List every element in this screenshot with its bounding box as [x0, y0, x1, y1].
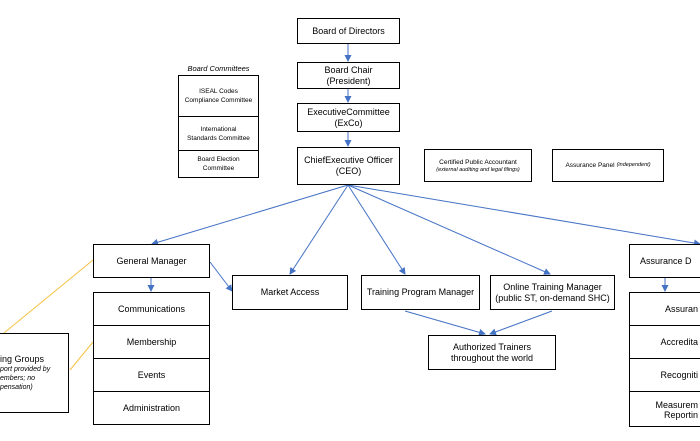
assurance-sub-2: Accredita: [630, 326, 700, 359]
working-groups-label: ing Groups: [0, 354, 45, 364]
arrow-online-to-trainers: [489, 310, 553, 336]
arrow-ceo-to-online: [347, 184, 551, 275]
training-program-manager-label: Training Program Manager: [366, 287, 475, 297]
working-groups-note-3: pensation): [0, 384, 33, 391]
board-chair-label: Board Chair: [324, 64, 373, 75]
dept-administration: Administration: [122, 403, 181, 413]
committee-international-standards: International Standards Committee: [179, 117, 258, 151]
online-training-manager-sublabel: (public ST, on-demand SHC): [495, 292, 610, 303]
assurance-sub-4: Measurem Reportin: [655, 400, 698, 420]
training-program-manager-box: Training Program Manager: [361, 275, 480, 310]
executive-committee-sublabel: (ExCo): [334, 117, 363, 128]
board-chair-sublabel: (President): [326, 75, 371, 86]
online-training-manager-label: Online Training Manager: [503, 281, 602, 292]
board-of-directors-label: Board of Directors: [312, 25, 385, 36]
yellow-line-comm-to-working-groups: [69, 341, 94, 371]
committee-board-election: Board Election Committee: [197, 156, 240, 172]
arrow-ceo-to-assurance: [347, 184, 700, 247]
working-groups-note-1: port provided by: [0, 366, 51, 373]
assurance-sub-3: Recogniti: [630, 359, 700, 392]
executive-committee-box: ExecutiveCommittee (ExCo): [297, 103, 400, 132]
general-manager-box: General Manager: [93, 244, 210, 278]
ceo-label: ChiefExecutive Officer: [304, 155, 393, 165]
online-training-manager-box: Online Training Manager (public ST, on-d…: [490, 275, 615, 310]
board-committees-stack: ISEAL Codes Compliance Committee Interna…: [178, 75, 259, 178]
ceo-box: ChiefExecutive Officer (CEO): [297, 147, 400, 185]
ceo-sublabel: (CEO): [335, 166, 362, 176]
yellow-line-gm-to-working-groups: [3, 259, 94, 334]
market-access-box: Market Access: [232, 275, 348, 310]
working-groups-box: ing Groups port provided by embers; no p…: [0, 333, 69, 413]
working-groups-note-2: embers; no: [0, 375, 36, 382]
arrow-training-to-trainers: [404, 310, 486, 336]
assurance-director-label: Assurance D: [640, 255, 692, 266]
arrow-ceo-to-training: [347, 184, 406, 275]
dept-communications: Communications: [94, 293, 209, 326]
gm-departments-stack: Communications Membership Events Adminis…: [93, 292, 210, 425]
arrow-ceo-to-gm: [151, 184, 349, 246]
dept-events: Events: [94, 359, 209, 392]
board-committees-title: Board Committees: [187, 64, 250, 73]
arrow-gm-to-market: [209, 261, 233, 292]
market-access-label: Market Access: [260, 287, 320, 297]
executive-committee-label: ExecutiveCommittee: [307, 106, 390, 117]
cpa-label: Certified Public Accountant: [439, 158, 517, 166]
board-of-directors-box: Board of Directors: [297, 18, 400, 44]
assurance-director-box: Assurance D: [629, 244, 700, 278]
dept-membership: Membership: [94, 326, 209, 359]
arrow-ceo-to-market: [289, 184, 349, 275]
cpa-note: (external auditing and legal filings): [436, 166, 520, 173]
assurance-panel-box: Assurance Panel (independent): [552, 149, 664, 182]
cpa-box: Certified Public Accountant (external au…: [424, 149, 532, 182]
authorized-trainers-sublabel: throughout the world: [450, 352, 534, 363]
assurance-sub-1: Assuran: [630, 293, 700, 326]
committee-iseal-codes: ISEAL Codes Compliance Committee: [179, 76, 258, 117]
board-chair-box: Board Chair (President): [297, 62, 400, 89]
authorized-trainers-box: Authorized Trainers throughout the world: [428, 335, 556, 370]
assurance-panel-label: Assurance Panel: [565, 162, 615, 169]
general-manager-label: General Manager: [116, 255, 187, 266]
authorized-trainers-label: Authorized Trainers: [452, 341, 532, 352]
assurance-sub-stack: Assuran Accredita Recogniti Measurem Rep…: [629, 292, 700, 427]
assurance-panel-note: (independent): [616, 162, 651, 168]
